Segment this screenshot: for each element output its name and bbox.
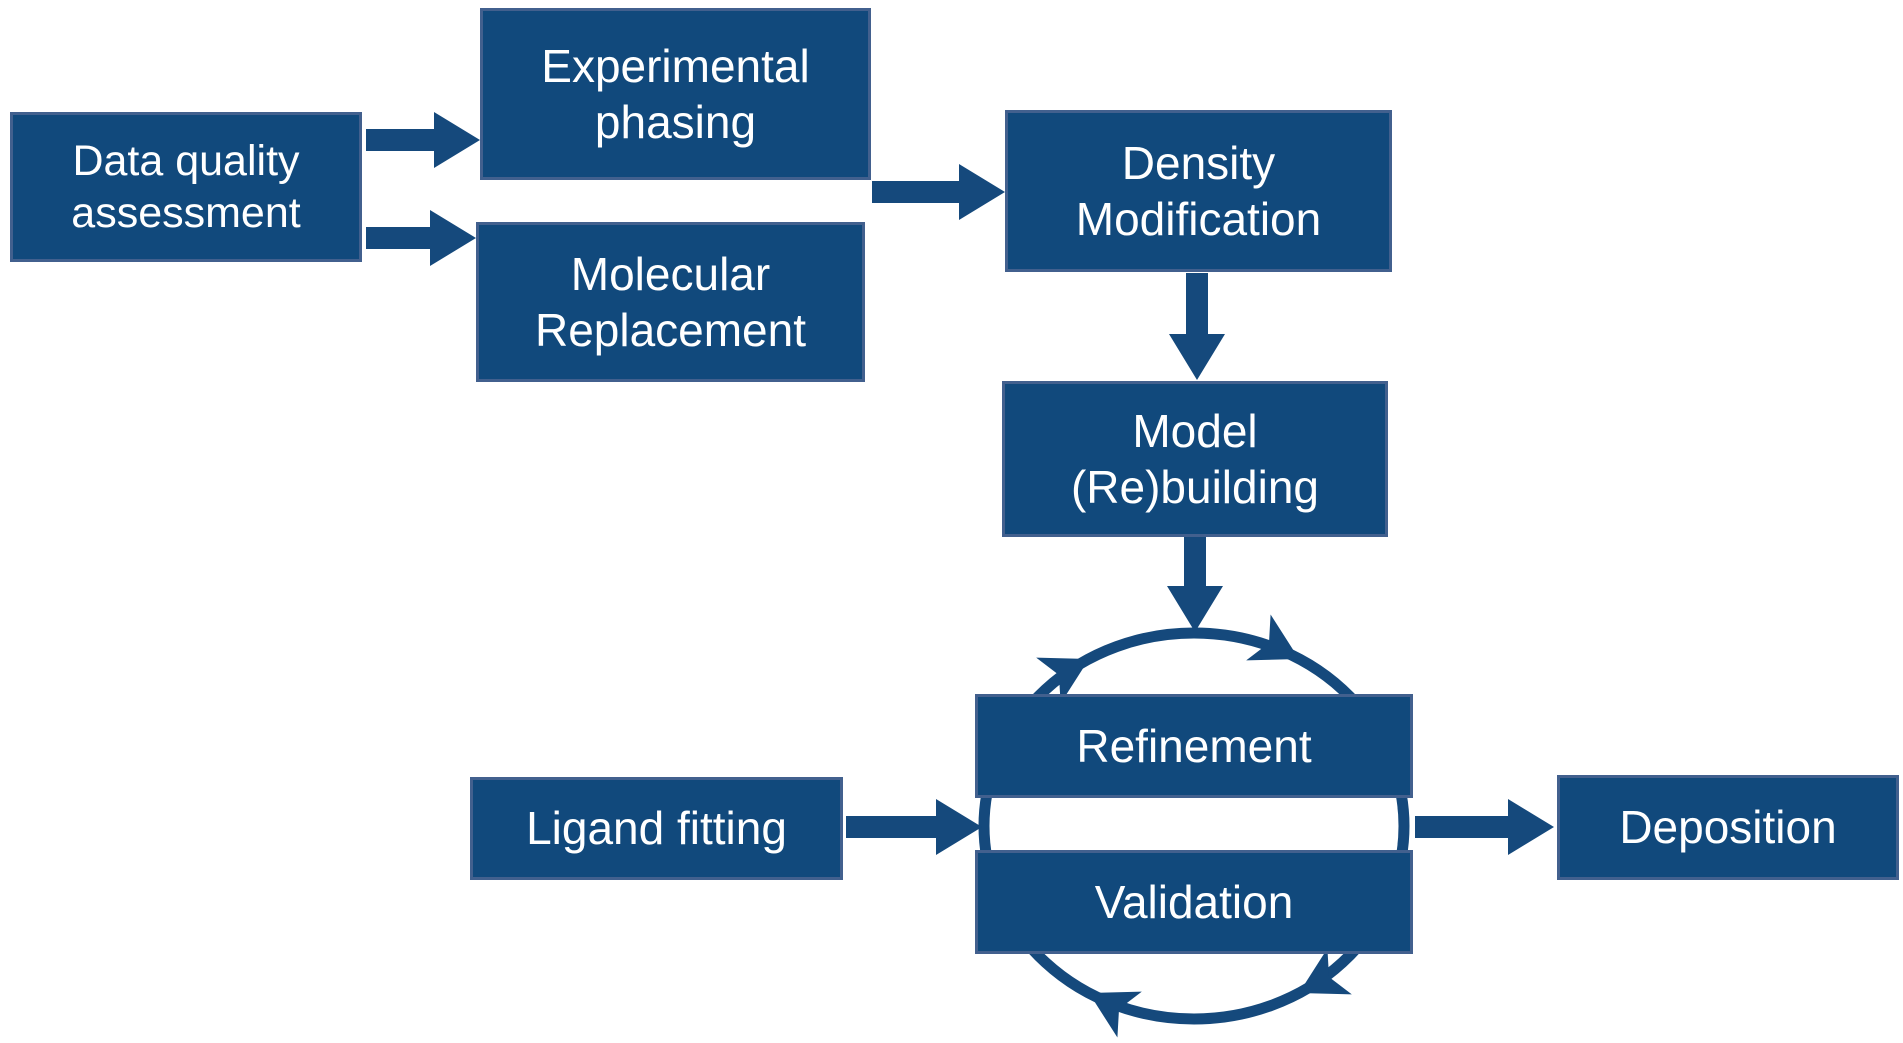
- arrow-data-quality-to-molecular-replacement-icon: [366, 210, 476, 266]
- node-model-rebuilding: Model (Re)building: [1002, 381, 1388, 537]
- node-experimental-phasing: Experimental phasing: [480, 8, 871, 180]
- node-label-line: Molecular: [570, 247, 771, 300]
- arrow-phasing-to-density-modification-icon: [872, 164, 1005, 220]
- node-label-line: Refinement: [1076, 719, 1312, 772]
- node-label-line: Experimental: [541, 39, 810, 92]
- node-label-line: Validation: [1094, 875, 1294, 928]
- node-validation: Validation: [975, 850, 1413, 954]
- node-label-line: phasing: [594, 96, 757, 148]
- node-label-line: Replacement: [534, 304, 807, 356]
- node-density-modification: Density Modification: [1005, 110, 1392, 272]
- cycle-arrowhead-bottom-left-icon: [1089, 991, 1142, 1038]
- node-refinement: Refinement: [975, 694, 1413, 798]
- node-label-line: Ligand fitting: [526, 802, 787, 855]
- node-label-line: assessment: [71, 189, 301, 237]
- arrow-density-modification-to-model-rebuilding-icon: [1169, 273, 1225, 380]
- node-label-line: Density: [1121, 136, 1276, 189]
- node-data-quality-assessment: Data quality assessment: [10, 112, 362, 262]
- arrow-model-rebuilding-to-cycle-icon: [1167, 537, 1223, 632]
- node-deposition: Deposition: [1557, 775, 1899, 880]
- node-label-line: Modification: [1075, 193, 1322, 245]
- node-ligand-fitting: Ligand fitting: [470, 777, 843, 880]
- node-label-line: Data quality: [72, 136, 300, 185]
- arrow-ligand-fitting-to-cycle-icon: [846, 799, 982, 855]
- arrow-cycle-to-deposition-icon: [1415, 799, 1554, 855]
- node-label-line: Model: [1132, 404, 1258, 457]
- cycle-ellipse: [978, 627, 1410, 1025]
- node-label-line: Deposition: [1619, 801, 1837, 854]
- arrow-data-quality-to-experimental-phasing-icon: [366, 112, 480, 168]
- cycle-arrowhead-top-right-icon: [1246, 614, 1299, 661]
- cycle-arrowhead-top-left-icon: [1036, 657, 1089, 704]
- cycle-arrowhead-bottom-right-icon: [1299, 948, 1352, 995]
- node-label-line: (Re)building: [1070, 461, 1319, 513]
- node-molecular-replacement: Molecular Replacement: [476, 222, 865, 382]
